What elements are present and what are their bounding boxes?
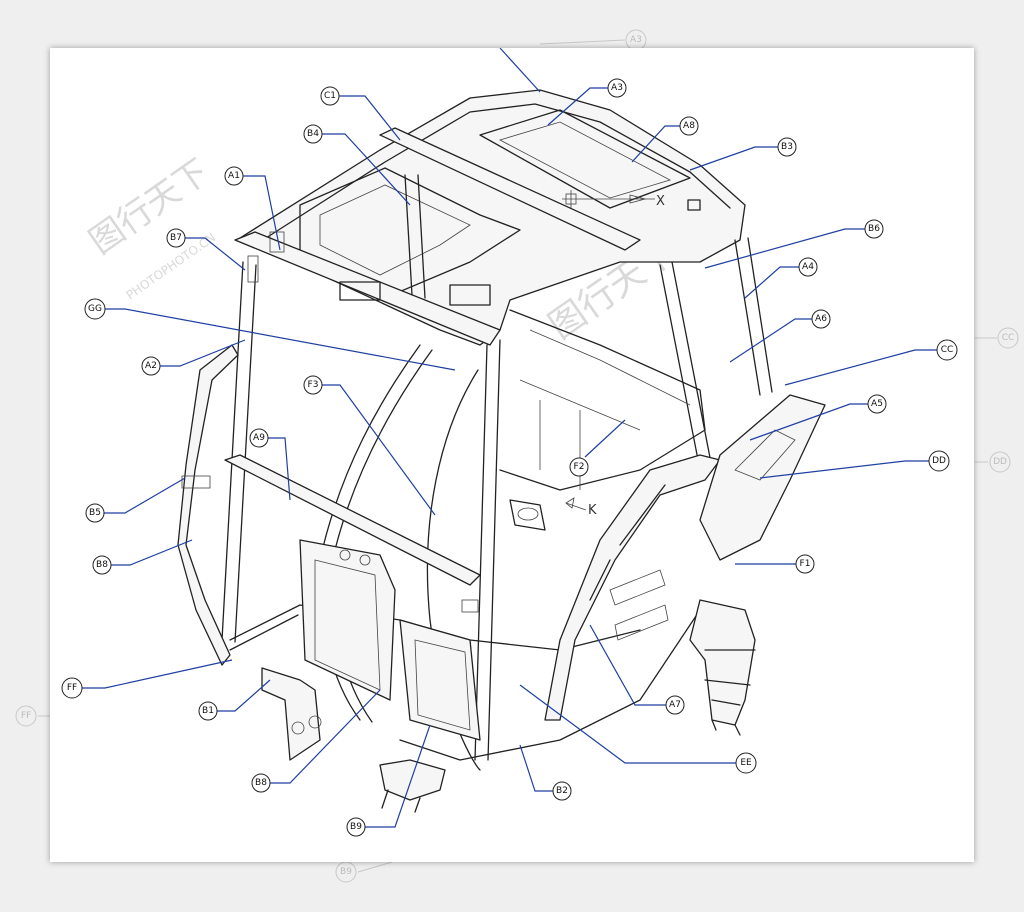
svg-text:CC: CC [1002,333,1015,343]
callout-a2[interactable]: A2 [141,339,246,376]
callout-gg[interactable]: GG [84,298,456,371]
callout-b8-lower[interactable]: B8 [251,689,381,793]
svg-text:A9: A9 [253,433,265,443]
svg-text:A4: A4 [802,262,814,272]
svg-text:DD: DD [932,456,946,466]
ghost-callout-b9: B9 [335,861,393,883]
svg-text:B1: B1 [202,706,214,716]
svg-text:B4: B4 [307,129,319,139]
callouts: C1 A3 B4 A8 B3 A1 [61,48,958,837]
svg-text:F2: F2 [574,462,585,472]
svg-text:B7: B7 [170,233,182,243]
callout-a6[interactable]: A6 [729,309,831,363]
cab-frame: X K [177,89,826,813]
callout-f3[interactable]: F3 [303,375,436,516]
callout-a4[interactable]: A4 [744,257,818,299]
svg-text:B8: B8 [96,560,108,570]
left-mount [261,667,321,761]
svg-text:B9: B9 [350,822,362,832]
callout-c1[interactable]: C1 [320,86,401,141]
svg-text:DD: DD [993,457,1007,467]
callout-f2[interactable]: F2 [569,419,626,477]
callout-b2[interactable]: B2 [519,744,572,801]
rear-mount [689,599,756,726]
callout-a7[interactable]: A7 [589,624,685,715]
axis-k-marker: K [565,497,597,518]
callout-cc[interactable]: CC [784,339,958,386]
callout-b3[interactable]: B3 [689,137,797,171]
callout-a8[interactable]: A8 [631,116,699,163]
svg-text:GG: GG [88,304,102,314]
callout-a1[interactable]: A1 [224,166,281,251]
svg-text:A3: A3 [611,83,623,93]
svg-text:A3: A3 [630,35,642,45]
svg-text:C1: C1 [324,91,336,101]
svg-text:F1: F1 [800,559,811,569]
ghost-callout-a3: A3 [539,29,647,51]
svg-text:B3: B3 [781,142,793,152]
svg-text:CC: CC [941,345,954,355]
drawing-sheet: 图行天下 PHOTOPHOTO.CN 图行天下 [50,48,974,862]
svg-text:A5: A5 [871,399,883,409]
svg-text:B9: B9 [340,867,352,877]
svg-text:A2: A2 [145,361,157,371]
svg-text:B2: B2 [556,786,568,796]
callout-a9[interactable]: A9 [249,428,291,501]
ghost-callout-ff: FF [15,705,50,727]
axis-x-marker: X [562,190,665,209]
svg-text:FF: FF [21,711,31,721]
svg-text:FF: FF [67,683,77,693]
svg-text:B5: B5 [89,508,101,518]
callout-f1[interactable]: F1 [735,554,815,574]
svg-text:B6: B6 [868,224,880,234]
callout-a3[interactable]: A3 [499,48,627,126]
cab-drawing: 图行天下 PHOTOPHOTO.CN 图行天下 [61,48,958,837]
ghost-callout-cc: CC [975,327,1019,349]
axis-x-label: X [656,194,665,209]
callout-a5[interactable]: A5 [749,394,887,441]
right-door-arch [544,454,721,721]
svg-text:A1: A1 [228,171,240,181]
svg-text:B8: B8 [255,778,267,788]
svg-text:EE: EE [740,758,752,768]
svg-text:F3: F3 [308,380,319,390]
callout-b7[interactable]: B7 [166,228,246,271]
callout-dd[interactable]: DD [759,450,950,479]
svg-text:A7: A7 [669,700,681,710]
callout-b5[interactable]: B5 [85,477,186,523]
callout-b1[interactable]: B1 [198,679,271,721]
callout-b8[interactable]: B8 [92,539,193,575]
callout-b6[interactable]: B6 [704,219,884,269]
axis-k-label: K [588,503,597,518]
callout-ff[interactable]: FF [61,659,233,699]
svg-text:A8: A8 [683,121,695,131]
svg-text:A6: A6 [815,314,827,324]
callout-ee[interactable]: EE [519,684,757,774]
ghost-callout-dd: DD [975,451,1011,473]
callout-b4[interactable]: B4 [303,124,411,206]
callout-b9[interactable]: B9 [346,724,431,837]
